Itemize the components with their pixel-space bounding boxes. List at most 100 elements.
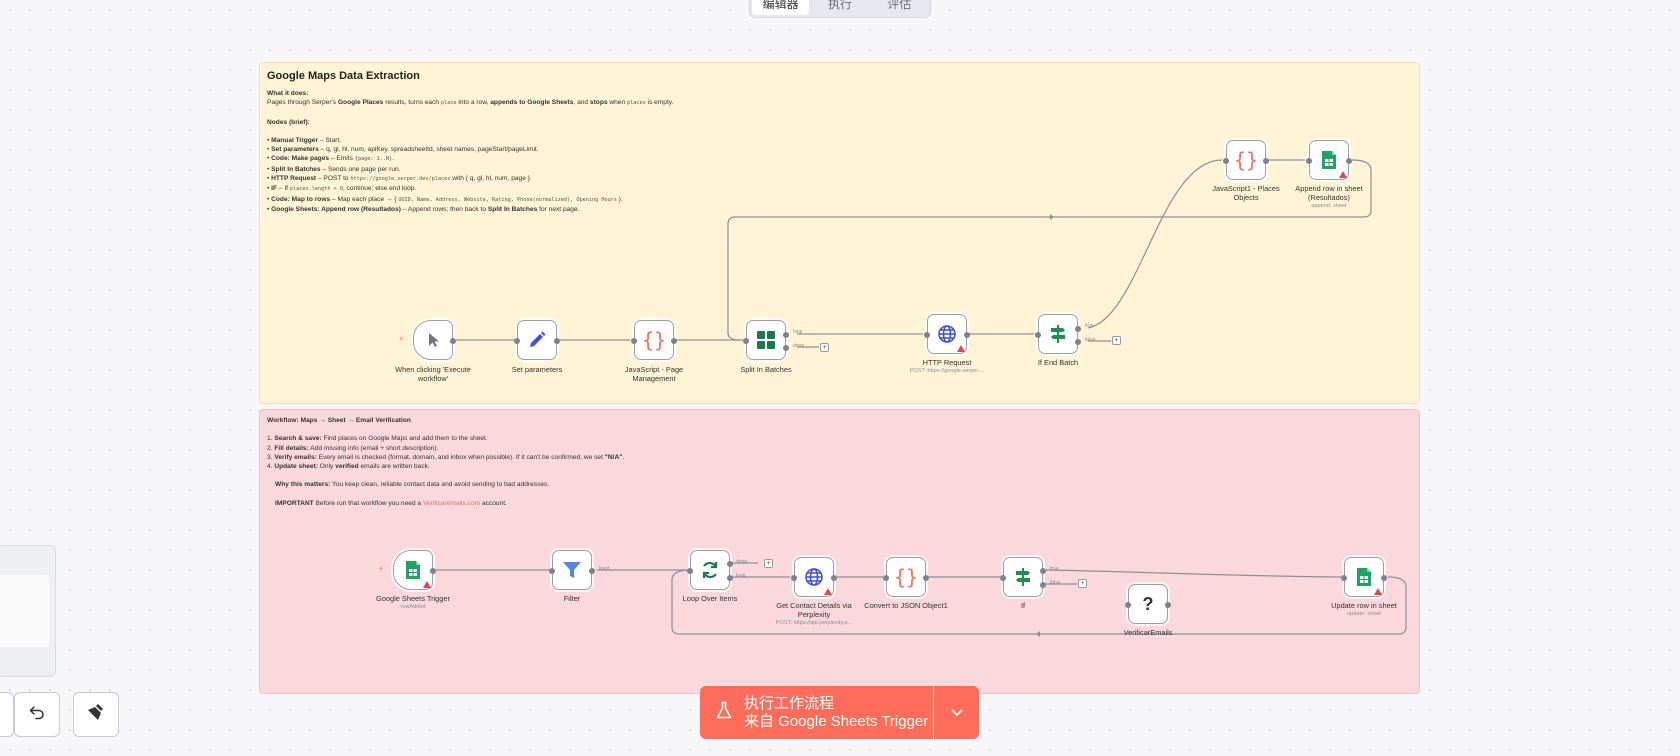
node-get-contact-details[interactable] <box>791 557 837 597</box>
sticky-note-text: Google Maps Data Extraction What it does… <box>267 69 673 214</box>
refresh-icon <box>699 559 721 581</box>
list-item: Google Sheets: Append row (Resultados) –… <box>267 205 673 214</box>
pencil-icon <box>526 329 548 351</box>
execute-workflow-button[interactable]: 执行工作流程 来自 Google Sheets Trigger <box>700 686 933 739</box>
node-if[interactable] <box>1000 557 1046 597</box>
input-port[interactable] <box>924 332 930 338</box>
output-port-true[interactable] <box>1040 568 1046 574</box>
node-update-row-in-sheet[interactable] <box>1341 557 1387 597</box>
output-port-loop[interactable] <box>727 575 733 581</box>
undo-button[interactable] <box>14 692 60 737</box>
output-port[interactable] <box>450 338 456 344</box>
node-filter[interactable] <box>549 550 595 590</box>
node-append-row-in-sheet[interactable] <box>1306 140 1352 180</box>
node-convert-to-json[interactable]: {} <box>883 557 929 597</box>
output-port[interactable] <box>1165 602 1171 608</box>
output-port[interactable] <box>589 568 595 574</box>
input-port[interactable] <box>1341 575 1347 581</box>
verificaremails-link[interactable]: Verificaremails.com <box>422 499 481 507</box>
node-label: VerificarEmails <box>1123 628 1173 637</box>
output-port[interactable] <box>964 332 970 338</box>
nodes-list: Manual Trigger – Start. Set parameters –… <box>267 136 673 214</box>
output-port-false[interactable] <box>1040 582 1046 588</box>
output-port-done[interactable] <box>783 345 789 351</box>
node-split-in-batches[interactable] <box>743 320 789 360</box>
sticky-note-email-verification[interactable]: Workflow: Maps → Sheet → Email Verificat… <box>259 409 1420 694</box>
port-tag-done: done <box>793 343 805 349</box>
port-tag-false: false <box>1050 580 1061 586</box>
output-port-false[interactable] <box>1075 339 1081 345</box>
node-manual-trigger[interactable] <box>413 320 456 360</box>
add-node-button[interactable]: + <box>764 559 773 568</box>
input-port[interactable] <box>791 575 797 581</box>
warning-icon <box>1339 171 1347 178</box>
zoom-tool-button[interactable] <box>0 692 14 737</box>
input-port[interactable] <box>514 338 520 344</box>
input-port[interactable] <box>631 338 637 344</box>
side-panel[interactable] <box>0 545 56 677</box>
flask-icon <box>716 701 732 724</box>
input-port[interactable] <box>1035 332 1041 338</box>
undo-icon <box>28 703 46 726</box>
input-port[interactable] <box>883 575 889 581</box>
node-javascript-places-objects[interactable]: {} <box>1223 140 1269 180</box>
node-label: If End Batch <box>1037 358 1079 367</box>
input-port[interactable] <box>1125 602 1131 608</box>
warning-icon <box>957 345 965 352</box>
input-port[interactable] <box>1223 158 1229 164</box>
output-port[interactable] <box>831 575 837 581</box>
tab-executions[interactable]: 执行 <box>827 0 852 11</box>
list-item: 2. Fill details: Add missing info (email… <box>267 444 439 452</box>
output-port[interactable] <box>430 568 436 574</box>
question-icon: ? <box>1142 593 1154 614</box>
input-port[interactable] <box>1306 158 1312 164</box>
output-port-loop[interactable] <box>783 332 789 338</box>
node-http-request[interactable] <box>924 314 970 354</box>
add-node-button[interactable]: + <box>1112 336 1121 345</box>
port-tag-true: true <box>1085 323 1094 329</box>
input-port[interactable] <box>1000 575 1006 581</box>
tab-evaluations[interactable]: 评估 <box>887 0 912 11</box>
list-item: Manual Trigger – Start. <box>267 136 673 145</box>
code-braces-icon: {} <box>641 328 667 352</box>
input-port[interactable] <box>743 338 749 344</box>
add-node-button[interactable]: + <box>820 343 829 352</box>
list-item: HTTP Request – POST to https://google.se… <box>267 174 673 184</box>
sticky-note-title: Workflow: Maps → Sheet → Email Verificat… <box>267 417 411 424</box>
code-braces-icon: {} <box>1233 148 1259 172</box>
node-subtitle: append: sheet <box>1311 203 1347 209</box>
cursor-icon <box>422 329 444 351</box>
tab-editor[interactable]: 编辑器 <box>752 0 810 15</box>
node-javascript-page-management[interactable]: {} <box>631 320 677 360</box>
input-port[interactable] <box>687 568 693 574</box>
output-port[interactable] <box>554 338 560 344</box>
output-port[interactable] <box>1381 575 1387 581</box>
view-tabs: 编辑器 执行 评估 <box>749 0 931 18</box>
output-port[interactable] <box>1263 158 1269 164</box>
clear-execution-button[interactable] <box>73 692 119 737</box>
trigger-bolt-icon: ⚡ <box>398 334 405 344</box>
broom-icon <box>86 702 106 727</box>
what-it-does-text: Pages through Serper's Google Places res… <box>267 99 674 107</box>
node-set-parameters[interactable] <box>514 320 560 360</box>
output-port[interactable] <box>671 338 677 344</box>
port-tag-kept: Kept <box>599 566 610 572</box>
node-google-sheets-trigger[interactable] <box>393 550 436 590</box>
execute-workflow-source: 来自 Google Sheets Trigger <box>744 712 929 730</box>
node-if-end-batch[interactable] <box>1035 314 1081 354</box>
output-port-done[interactable] <box>727 561 733 567</box>
node-verificaremails[interactable]: ? <box>1125 584 1171 624</box>
add-node-button[interactable]: + <box>1078 579 1087 588</box>
output-port[interactable] <box>923 575 929 581</box>
output-port[interactable] <box>1346 158 1352 164</box>
node-loop-over-items[interactable] <box>687 550 733 590</box>
list-item: 1. Search & save: Find places on Google … <box>267 435 488 443</box>
output-port-true[interactable] <box>1075 326 1081 332</box>
execute-options-dropdown[interactable] <box>934 686 979 739</box>
node-label: Update row in sheet <box>1331 601 1397 610</box>
node-label: Filter <box>563 594 581 603</box>
signpost-icon <box>1047 323 1069 345</box>
input-port[interactable] <box>549 568 555 574</box>
